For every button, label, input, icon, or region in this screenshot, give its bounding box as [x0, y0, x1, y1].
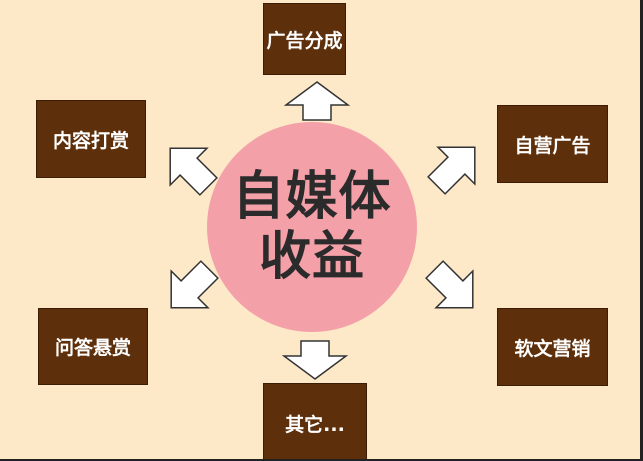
node-label: 内容打赏	[52, 129, 129, 152]
node-label: 自营广告	[514, 134, 591, 157]
center-title-line2: 收益	[258, 227, 365, 287]
arrow-up-left-icon	[169, 147, 218, 196]
node-label: 其它...	[285, 413, 345, 436]
node-label: 广告分成	[266, 29, 343, 52]
node-soft-article-marketing: 软文营销	[497, 308, 608, 386]
arrow-down-right-icon	[425, 260, 474, 309]
arrow-down-icon	[281, 340, 349, 380]
node-label: 问答悬赏	[54, 337, 131, 359]
center-circle: 自媒体 收益	[207, 122, 417, 332]
node-other: 其它...	[263, 383, 367, 459]
center-title-line1: 自媒体	[232, 167, 392, 227]
arrow-down-left-icon	[170, 260, 219, 309]
node-self-run-ads: 自营广告	[497, 105, 608, 183]
node-label: 软文营销	[514, 337, 591, 360]
arrow-up-right-icon	[427, 146, 476, 195]
node-qa-bounty: 问答悬赏	[38, 308, 148, 385]
node-content-tipping: 内容打赏	[36, 100, 146, 178]
node-ad-revenue-share: 广告分成	[263, 3, 346, 75]
arrow-up-icon	[283, 81, 351, 121]
